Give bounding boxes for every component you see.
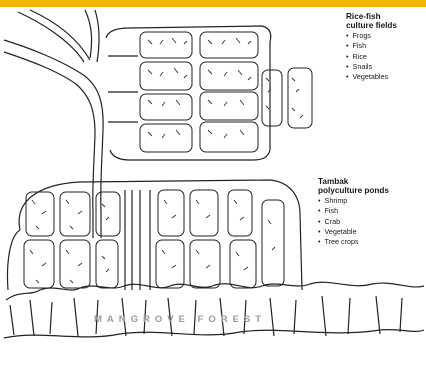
mangrove-forest-label: MANGROVE FOREST — [80, 314, 280, 325]
list-item: Vegetables — [346, 72, 424, 82]
rice-fish-title: Rice-fish culture fields — [346, 12, 424, 30]
rice-fish-title-line2: culture fields — [346, 21, 397, 30]
rice-fish-legend: Rice-fish culture fields Frogs Fish Rice… — [346, 12, 424, 82]
list-item: Frogs — [346, 31, 424, 41]
rice-fish-title-line1: Rice-fish — [346, 12, 381, 21]
list-item: Crab — [318, 217, 424, 227]
rice-fish-list: Frogs Fish Rice Snails Vegetables — [346, 31, 424, 82]
list-item: Fish — [346, 41, 424, 51]
list-item: Vegetable — [318, 227, 424, 237]
tambak-pond-cells — [24, 190, 284, 288]
list-item: Fish — [318, 206, 424, 216]
river-branch — [85, 10, 92, 58]
tambak-legend: Tambak polyculture ponds Shrimp Fish Cra… — [318, 177, 424, 247]
list-item: Rice — [346, 52, 424, 62]
list-item: Shrimp — [318, 196, 424, 206]
tambak-title-line2: polyculture ponds — [318, 186, 389, 195]
river-branch — [18, 12, 84, 62]
list-item: Snails — [346, 62, 424, 72]
tambak-title: Tambak polyculture ponds — [318, 177, 424, 195]
river-channel — [4, 52, 95, 238]
rice-field-cells — [140, 32, 312, 152]
tambak-list: Shrimp Fish Crab Vegetable Tree crops — [318, 196, 424, 247]
list-item: Tree crops — [318, 237, 424, 247]
river-branch — [95, 10, 99, 62]
tambak-title-line1: Tambak — [318, 177, 348, 186]
mangrove-forest — [6, 282, 424, 300]
